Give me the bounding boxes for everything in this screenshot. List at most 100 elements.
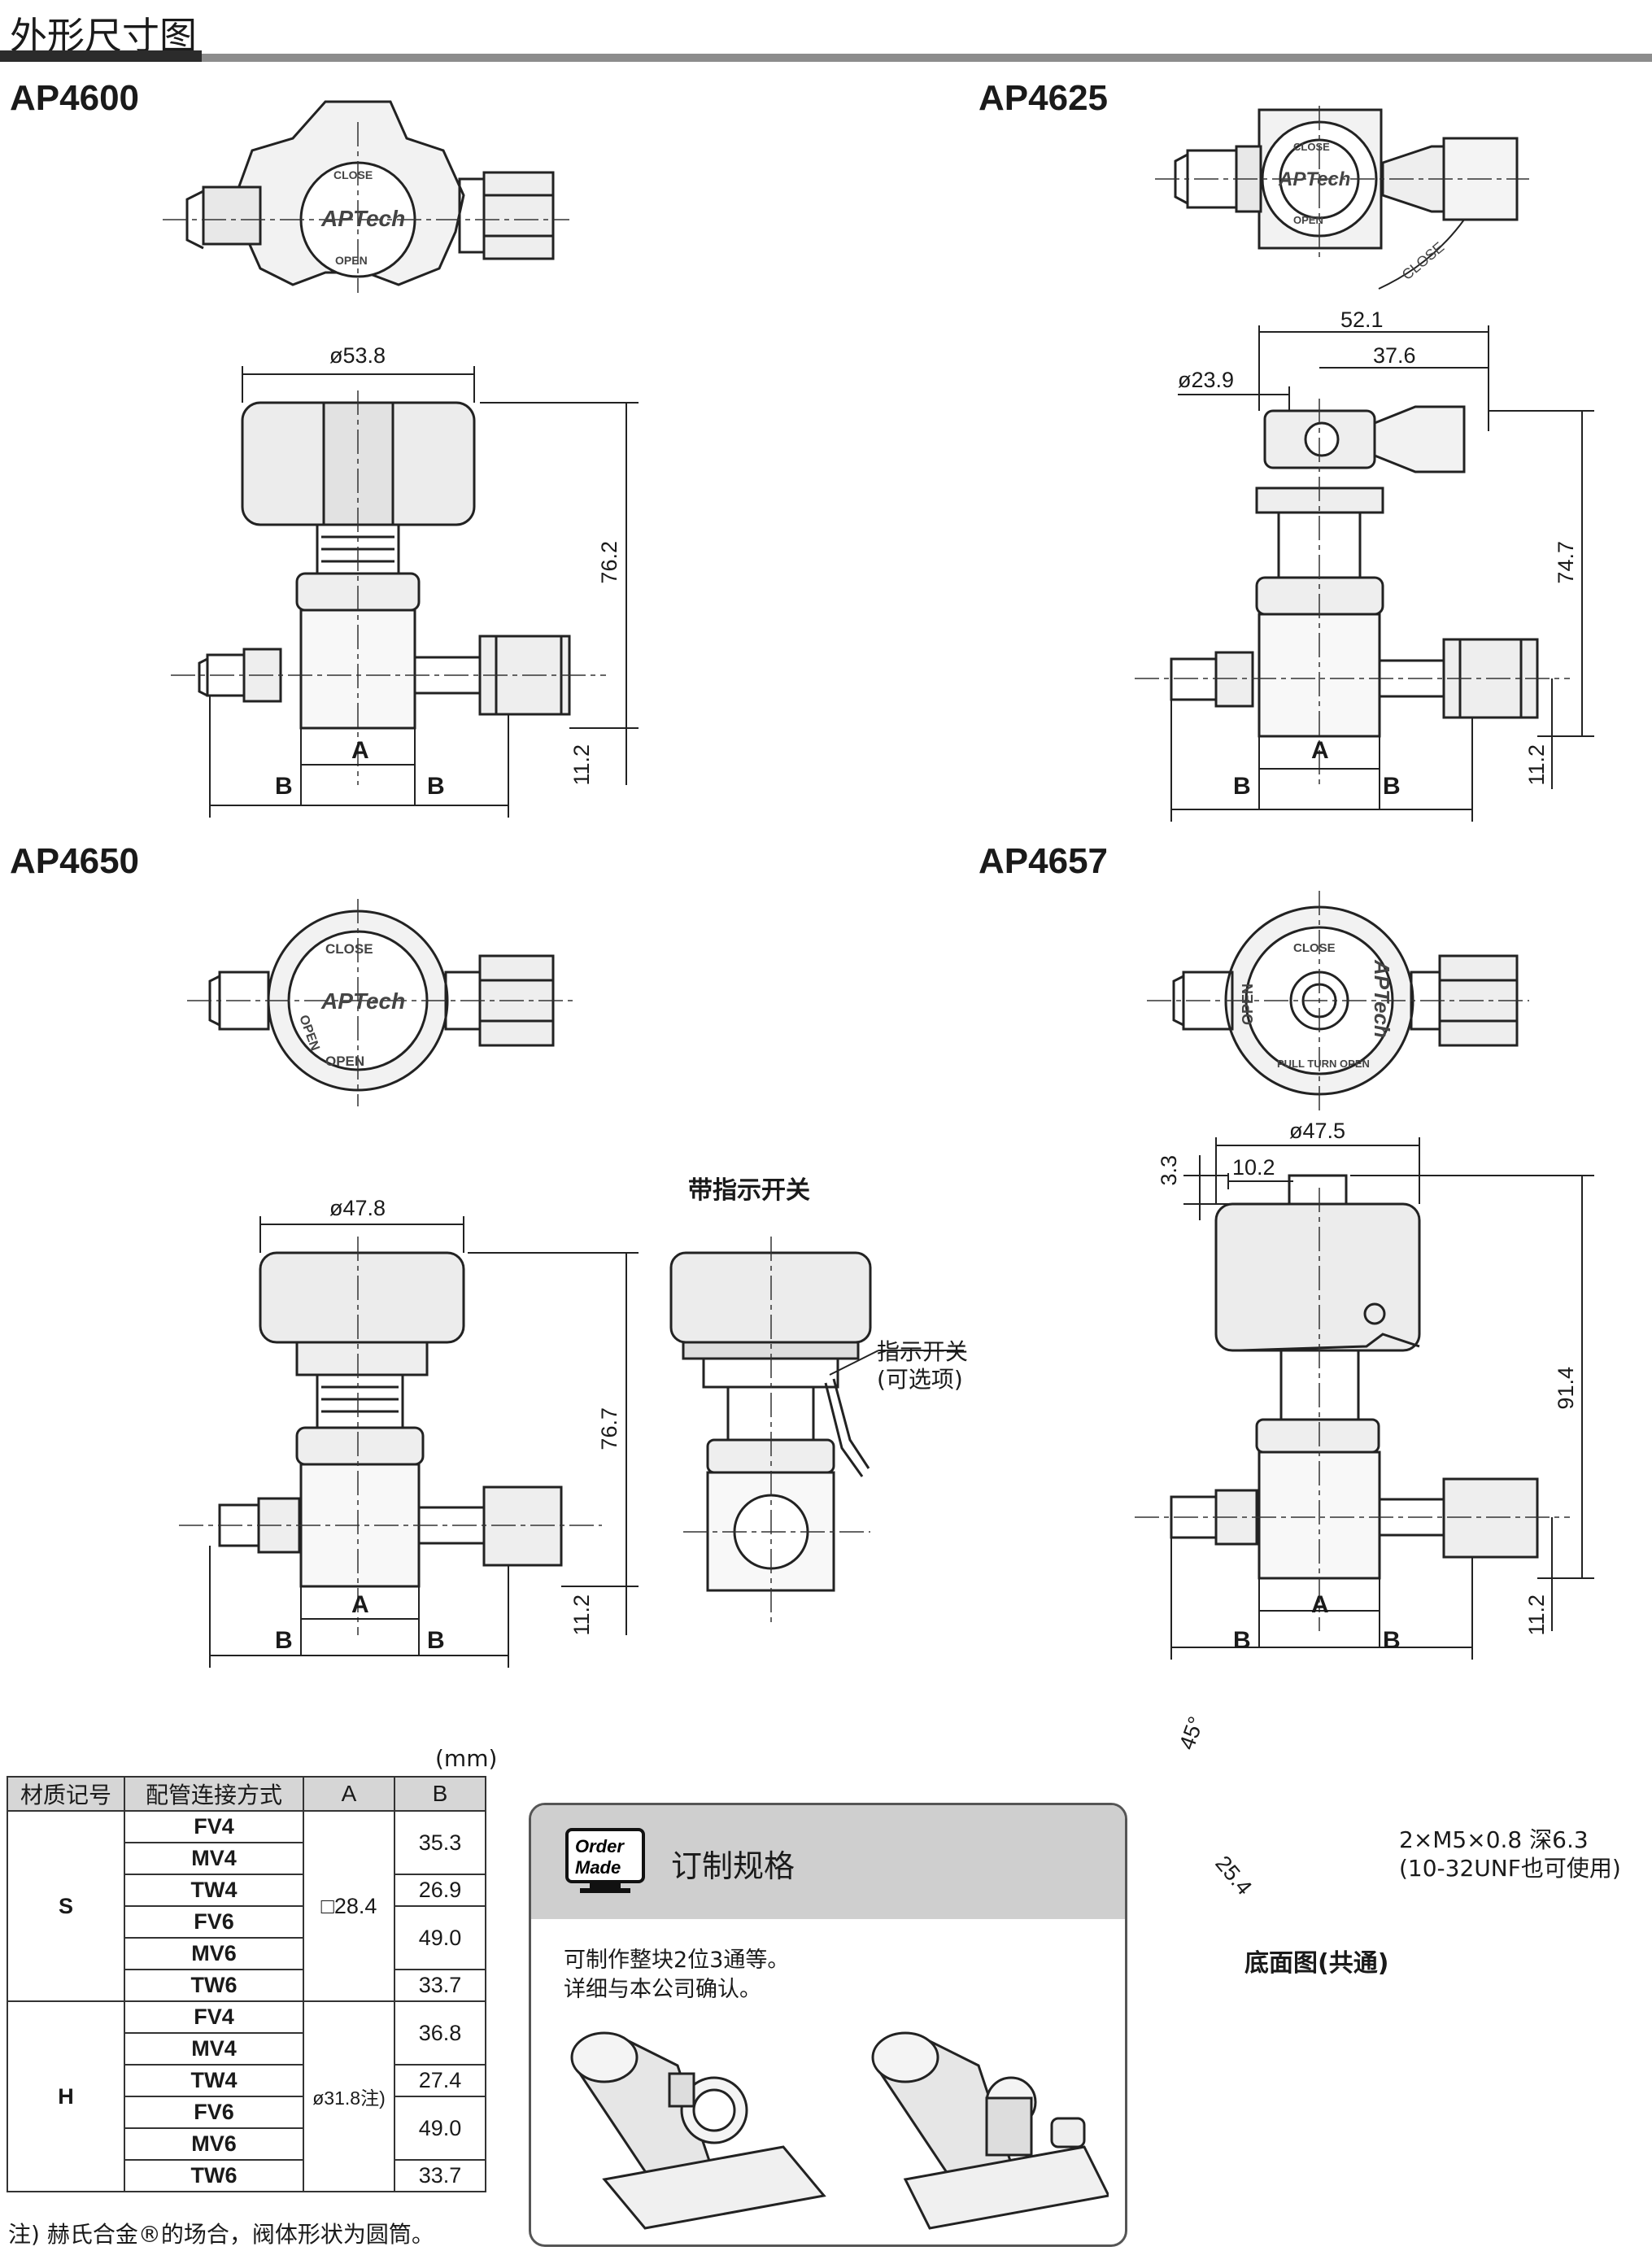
table-header-material: 材质记号 — [7, 1776, 125, 1812]
connection-cell: MV6 — [124, 1937, 304, 1970]
table-row: TW4 27.4 — [7, 2064, 486, 2097]
table-unit: (mm) — [435, 1745, 498, 1772]
svg-text:OPEN: OPEN — [335, 254, 368, 267]
svg-text:CLOSE: CLOSE — [333, 168, 373, 181]
connection-cell: MV4 — [124, 1842, 304, 1875]
table-row: H FV4 ø31.8注) 36.8 — [7, 2000, 486, 2192]
table-header-connection: 配管连接方式 — [124, 1776, 304, 1812]
ap4650-dim-a: A — [351, 1591, 369, 1618]
connection-cell: FV6 — [124, 2096, 304, 2129]
svg-text:CLOSE: CLOSE — [325, 941, 373, 957]
order-made-line2: 详细与本公司确认。 — [564, 1977, 761, 2002]
ap4650-dim-b-right: B — [427, 1627, 445, 1654]
ap4625-dim-b-left: B — [1233, 773, 1251, 800]
b-cell: 26.9 — [394, 1874, 486, 1907]
svg-text:CLOSE: CLOSE — [1399, 239, 1448, 284]
ap4625-height-label: 74.7 — [1554, 541, 1578, 584]
table-row: S FV4 □28.4 35.3 — [7, 1810, 486, 2002]
ap4657-offset-label: 11.2 — [1524, 1594, 1549, 1636]
b-cell: 27.4 — [394, 2064, 486, 2097]
ap4657-height-label: 91.4 — [1554, 1367, 1578, 1410]
order-made-illustration — [570, 2031, 1109, 2230]
ap4625-handle-label: 37.6 — [1373, 343, 1416, 368]
svg-text:CLOSE: CLOSE — [1293, 941, 1336, 955]
table-row: MV6 — [7, 2127, 486, 2161]
ap4657-dim-b-right: B — [1383, 1627, 1401, 1654]
ap4657-dim-b-left: B — [1233, 1627, 1251, 1654]
table-row: FV6 49.0 — [7, 1905, 486, 1970]
material-cell: H — [7, 2000, 125, 2192]
svg-text:OPEN: OPEN — [1240, 984, 1256, 1025]
ap4600-drawing: CLOSE OPEN APTech — [163, 100, 639, 818]
ap4657-dim-a: A — [1311, 1591, 1329, 1618]
model-label-ap4657: AP4657 — [979, 841, 1109, 881]
a-cell: ø31.8注) — [303, 2000, 395, 2192]
switch-label: 指示开关 — [877, 1338, 969, 1365]
table-row: MV6 — [7, 1937, 486, 1970]
b-cell: 49.0 — [394, 2096, 486, 2161]
ap4625-width-label: 52.1 — [1340, 308, 1384, 332]
title-underline-accent — [0, 50, 202, 62]
ap4600-dia-label: ø53.8 — [329, 343, 386, 368]
order-made-icon: Order Made — [565, 1828, 645, 1895]
table-header-a: A — [303, 1776, 395, 1812]
bottom-view-caption: 底面图(共通) — [1244, 1949, 1389, 1978]
ap4600-dim-b-right: B — [427, 773, 445, 800]
model-label-ap4650: AP4650 — [10, 841, 140, 881]
ap4650-dia-label: ø47.8 — [329, 1196, 386, 1220]
order-made-line1: 可制作整块2位3通等。 — [564, 1948, 790, 1973]
connection-cell: MV6 — [124, 2127, 304, 2161]
ap4600-dim-b-left: B — [275, 773, 293, 800]
b-cell: 36.8 — [394, 2000, 486, 2066]
ap4625-dim-b-right: B — [1383, 773, 1401, 800]
svg-text:OPEN: OPEN — [325, 1054, 364, 1069]
svg-text:APTech: APTech — [320, 988, 405, 1014]
switch-optional-label: (可选项) — [877, 1366, 963, 1393]
table-row: TW6 33.7 — [7, 1969, 486, 2002]
ap4650-height-label: 76.7 — [597, 1407, 621, 1450]
order-made-panel: Order Made 订制规格 可制作整块2位3通等。 详细与本公司确认。 — [529, 1803, 1127, 2247]
connection-cell: MV4 — [124, 2032, 304, 2066]
title-underline — [0, 54, 1652, 62]
svg-text:OPEN: OPEN — [1293, 214, 1323, 226]
b-cell: 33.7 — [394, 2159, 486, 2192]
spec-table: 材质记号 配管连接方式 A B S FV4 □28.4 35.3 MV4 TW4… — [7, 1776, 486, 2192]
connection-cell: TW4 — [124, 1874, 304, 1907]
table-row: MV4 — [7, 2032, 486, 2066]
table-row: TW4 26.9 — [7, 1874, 486, 1907]
ap4625-drawing: CLOSE APTech OPEN CLOSE — [1135, 106, 1594, 822]
ap4600-height-label: 76.2 — [597, 541, 621, 584]
connection-cell: TW6 — [124, 1969, 304, 2002]
b-cell: 35.3 — [394, 1810, 486, 1875]
svg-text:CLOSE: CLOSE — [1293, 141, 1330, 153]
connection-cell: FV4 — [124, 2000, 304, 2034]
ap4650-dim-b-left: B — [275, 1627, 293, 1654]
order-made-icon-line1: Order — [575, 1836, 625, 1856]
table-row: MV4 — [7, 1842, 486, 1875]
model-label-ap4600: AP4600 — [10, 78, 140, 118]
ap4657-d2-label: 3.3 — [1157, 1155, 1181, 1186]
svg-text:APTech: APTech — [1370, 959, 1394, 1038]
order-made-title: 订制规格 — [671, 1848, 795, 1884]
ap4650-offset-label: 11.2 — [569, 1594, 594, 1636]
ap4625-offset-label: 11.2 — [1524, 744, 1549, 786]
bottom-view-distance: 25.4 — [1210, 1851, 1258, 1900]
connection-cell: FV6 — [124, 1905, 304, 1939]
ap4600-dim-a: A — [351, 737, 369, 764]
a-cell: □28.4 — [303, 1810, 395, 2002]
svg-text:APTech: APTech — [1278, 168, 1350, 190]
connection-cell: TW6 — [124, 2159, 304, 2192]
svg-text:APTech: APTech — [320, 206, 405, 231]
table-row: TW6 33.7 — [7, 2159, 486, 2192]
material-cell: S — [7, 1810, 125, 2002]
ap4657-drawing: CLOSE OPEN APTech PULL TURN OPEN — [1135, 891, 1594, 1660]
bottom-view-thread: 2×M5×0.8 深6.3 — [1399, 1826, 1589, 1853]
ap4625-dia-label: ø23.9 — [1178, 368, 1235, 392]
table-header-b: B — [394, 1776, 486, 1812]
bottom-view-thread-alt: (10-32UNF也可使用) — [1399, 1855, 1621, 1882]
b-cell: 49.0 — [394, 1905, 486, 1970]
connection-cell: TW4 — [124, 2064, 304, 2097]
model-label-ap4625: AP4625 — [979, 78, 1109, 118]
switch-view-caption: 带指示开关 — [688, 1176, 810, 1205]
svg-text:PULL TURN OPEN: PULL TURN OPEN — [1277, 1058, 1370, 1070]
